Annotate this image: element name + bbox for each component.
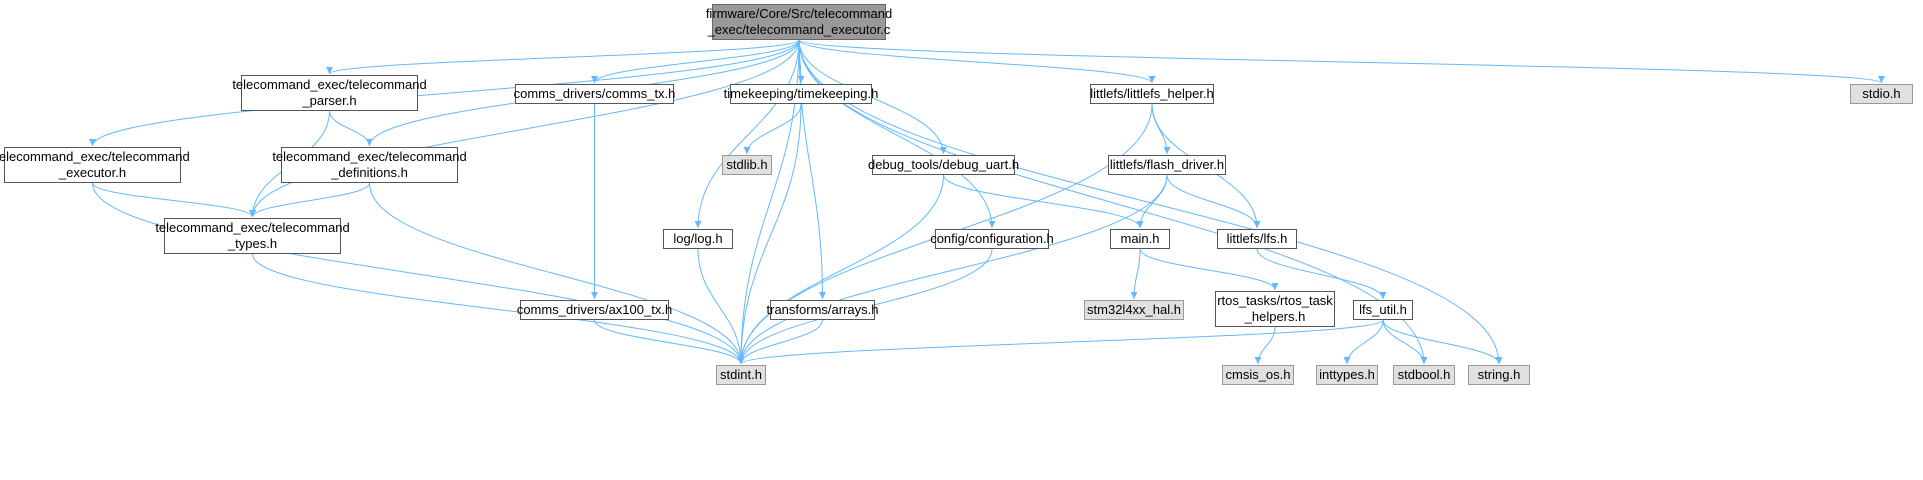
node-stdint-h: stdint.h <box>716 365 766 385</box>
edge-flash_drv_h-to-lfs_h <box>1166 174 1261 229</box>
edge-rtos_h-to-cmsis_h <box>1254 326 1276 365</box>
node-arrays-h[interactable]: transforms/arrays.h <box>767 300 879 320</box>
node-rtos-h[interactable]: rtos_tasks/rtos_task _helpers.h <box>1215 291 1335 327</box>
node-tc-types-h[interactable]: telecommand_exec/telecommand _types.h <box>155 218 350 254</box>
node-lfs-helper-h[interactable]: littlefs/littlefs_helper.h <box>1090 84 1214 104</box>
node-config-h[interactable]: config/configuration.h <box>930 229 1054 249</box>
node-root[interactable]: firmware/Core/Src/telecommand _exec/tele… <box>706 4 892 40</box>
edge-root-to-tc_parser_h <box>326 39 800 75</box>
node-comms-tx-h[interactable]: comms_drivers/comms_tx.h <box>514 84 675 104</box>
node-stdbool-h: stdbool.h <box>1393 365 1455 385</box>
edge-log_h-to-stdint_h <box>697 248 745 365</box>
node-stdlib-h: stdlib.h <box>722 155 772 175</box>
edge-lfs_util_h-to-string_h <box>1382 319 1503 365</box>
edge-root-to-lfs_helper_h <box>798 39 1156 84</box>
edge-tc_defs_h-to-tc_types_h <box>249 182 370 218</box>
node-tc-exec-h[interactable]: telecommand_exec/telecommand _executor.h <box>0 147 190 183</box>
edge-root-to-tc_types_h <box>249 39 800 218</box>
edge-tc_defs_h-to-stdint_h <box>369 182 745 365</box>
node-string-h: string.h <box>1468 365 1530 385</box>
node-debug-uart-h[interactable]: debug_tools/debug_uart.h <box>868 155 1019 175</box>
edge-root-to-log_h <box>694 39 800 229</box>
edge-tc_exec_h-to-stdint_h <box>92 182 745 365</box>
edge-ax100_h-to-stdint_h <box>594 319 745 365</box>
edge-root-to-stdio_h <box>798 39 1885 84</box>
node-log-h[interactable]: log/log.h <box>663 229 733 249</box>
node-tc-parser-h[interactable]: telecommand_exec/telecommand _parser.h <box>232 75 427 111</box>
node-main-h[interactable]: main.h <box>1110 229 1170 249</box>
node-ax100-h[interactable]: comms_drivers/ax100_tx.h <box>517 300 672 320</box>
edge-root-to-tc_exec_h <box>89 39 800 147</box>
edge-root-to-arrays_h <box>798 39 826 300</box>
node-cmsis-h: cmsis_os.h <box>1222 365 1294 385</box>
node-inttypes-h: inttypes.h <box>1316 365 1378 385</box>
node-timekeeping-h[interactable]: timekeeping/timekeeping.h <box>724 84 878 104</box>
node-tc-defs-h[interactable]: telecommand_exec/telecommand _definition… <box>272 147 467 183</box>
edge-lfs_util_h-to-inttypes_h <box>1343 319 1384 365</box>
edge-arrays_h-to-stdint_h <box>737 319 823 365</box>
node-stdio-h: stdio.h <box>1850 84 1913 104</box>
edge-main_h-to-stm32_h <box>1130 248 1141 300</box>
edge-lfs_util_h-to-stdint_h <box>737 319 1384 365</box>
edge-tc_parser_h-to-tc_defs_h <box>329 110 373 147</box>
edge-debug_uart_h-to-main_h <box>943 174 1144 229</box>
node-lfs-util-h[interactable]: lfs_util.h <box>1353 300 1413 320</box>
edge-lfs_util_h-to-stdbool_h <box>1382 319 1428 365</box>
edge-main_h-to-rtos_h <box>1139 248 1279 291</box>
edge-flash_drv_h-to-stdint_h <box>737 174 1168 365</box>
edge-tc_exec_h-to-tc_types_h <box>92 182 256 218</box>
edge-timekeeping_h-to-stdint_h <box>737 103 802 365</box>
edge-lfs_h-to-lfs_util_h <box>1256 248 1387 300</box>
edge-root-to-comms_tx_h <box>591 39 800 84</box>
edge-tc_types_h-to-stdint_h <box>252 253 745 365</box>
edge-timekeeping_h-to-stdlib_h <box>743 103 802 155</box>
node-flash-drv-h[interactable]: littlefs/flash_driver.h <box>1108 155 1226 175</box>
node-lfs-h[interactable]: littlefs/lfs.h <box>1217 229 1297 249</box>
edge-root-to-config_h <box>798 39 996 229</box>
node-stm32-h: stm32l4xx_hal.h <box>1084 300 1184 320</box>
